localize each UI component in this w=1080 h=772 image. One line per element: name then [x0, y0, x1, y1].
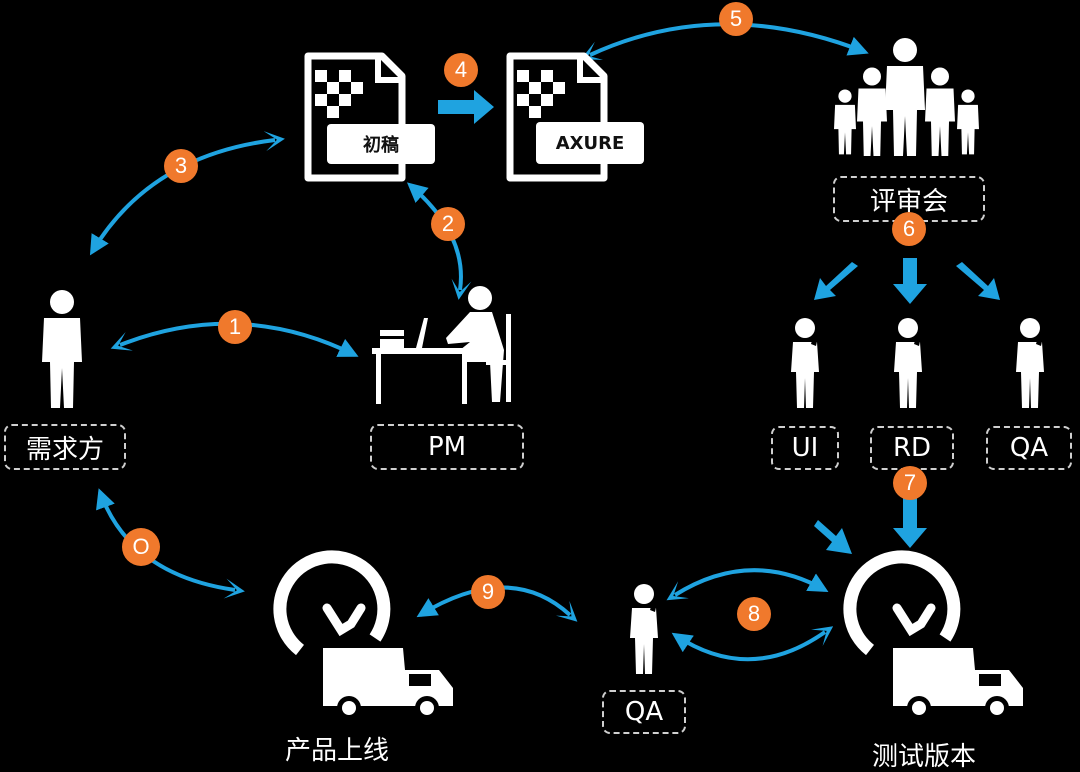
ui-label: UI — [771, 426, 839, 470]
arrow-step-7-down — [893, 498, 927, 548]
requester-label: 需求方 — [4, 424, 126, 470]
step-badge-4: 4 — [444, 53, 478, 87]
arrow-step-8-top — [666, 568, 829, 601]
qa-label: QA — [602, 690, 686, 734]
block-arrows — [438, 90, 1000, 554]
test-version-icon — [850, 557, 1023, 720]
release-delivery-icon — [280, 557, 453, 720]
release-label: 产品上线 — [285, 736, 390, 766]
step-badge-6: 6 — [892, 212, 926, 246]
ui-designer-icon — [791, 318, 819, 408]
requester-icon — [42, 290, 82, 408]
step-badge-1: 1 — [218, 310, 252, 344]
step-badge-2: 2 — [431, 207, 465, 241]
rd-developer-icon — [894, 318, 922, 408]
qa-tester-icon — [630, 584, 658, 674]
step-badge-9: 9 — [471, 575, 505, 609]
pm-label: PM — [370, 424, 524, 470]
draft-doc-label: 初稿 — [327, 124, 435, 164]
arrow-to-ui — [814, 262, 858, 300]
step-badge-7: 7 — [893, 466, 927, 500]
pm-at-desk-icon — [372, 286, 511, 404]
qa-role-label: QA — [986, 426, 1072, 470]
arrow-step-4 — [438, 90, 494, 124]
axure-doc-label: AXURE — [536, 122, 644, 164]
review-team-icon — [834, 38, 979, 156]
review-meeting-label: 评审会 — [833, 176, 985, 222]
arrow-step-8-bottom — [671, 626, 834, 662]
step-badge-0: O — [122, 528, 160, 566]
step-badge-3: 3 — [164, 149, 198, 183]
test-version-label: 测试版本 — [872, 742, 977, 772]
arrow-step-7-diag — [814, 520, 852, 554]
arrow-to-qa — [956, 262, 1000, 300]
step-badge-5: 5 — [719, 2, 753, 36]
rd-label: RD — [870, 426, 954, 470]
qa-engineer-icon — [1016, 318, 1044, 408]
step-badge-8: 8 — [737, 597, 771, 631]
arrow-step-0 — [96, 488, 245, 599]
arrow-to-rd — [893, 258, 927, 304]
